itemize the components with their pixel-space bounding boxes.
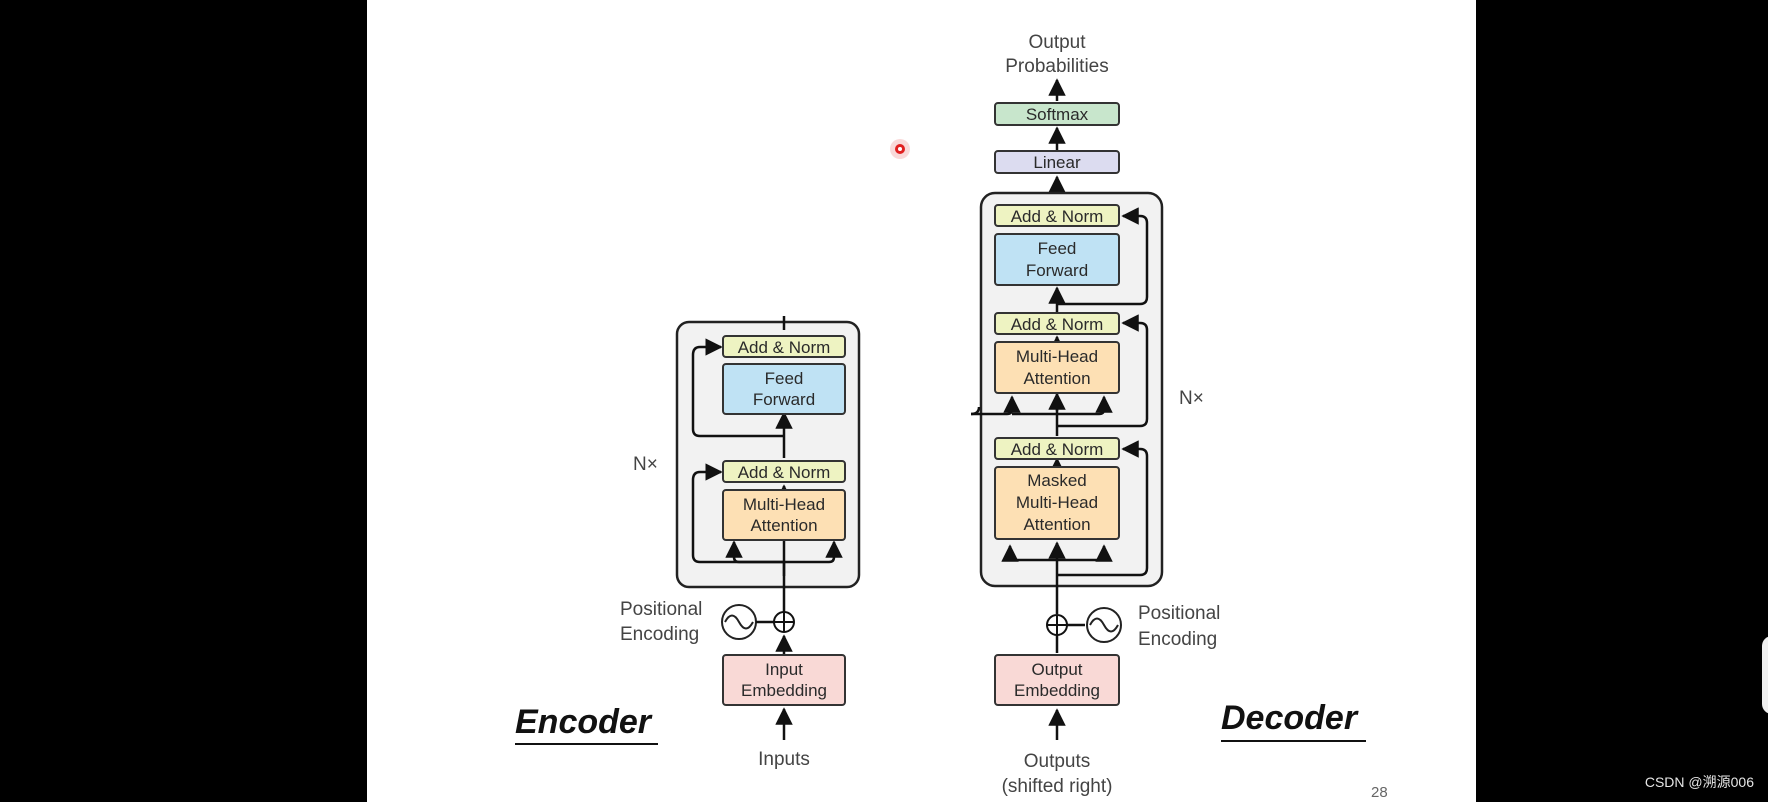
decoder-pe-label-2: Encoding <box>1138 629 1217 650</box>
decoder-add-norm-bottom <box>994 437 1120 460</box>
encoder-feed-forward-label-2: Forward <box>753 390 815 409</box>
encoder-attention-label-1: Multi-Head <box>743 495 825 514</box>
pointer-dot <box>890 139 910 159</box>
decoder-softmax-label: Softmax <box>1026 105 1089 124</box>
decoder-embedding-label-1: Output <box>1031 660 1082 679</box>
encoder-attention <box>722 489 846 541</box>
encoder-pe-label-1: Positional <box>620 599 702 620</box>
decoder-softmax <box>994 102 1120 126</box>
decoder-feed-forward <box>994 233 1120 286</box>
decoder-masked-attention-label-1: Masked <box>1027 471 1087 490</box>
decoder-attention-label-2: Attention <box>1023 369 1090 388</box>
encoder-embedding-label-1: Input <box>765 660 803 679</box>
decoder-residuals <box>970 204 1149 740</box>
encoder-repeat-label: N× <box>633 454 658 475</box>
encoder-caption: Encoder <box>515 703 653 741</box>
decoder-embedding <box>994 654 1120 706</box>
decoder-masked-attention <box>994 466 1120 540</box>
decoder-linear <box>994 150 1120 174</box>
encoder-attention-label-2: Attention <box>750 516 817 535</box>
decoder-pe-label-1: Positional <box>1138 603 1220 624</box>
decoder-add-norm-bottom-label: Add & Norm <box>1011 440 1104 459</box>
decoder-outputs-label-2: (shifted right) <box>1002 776 1113 797</box>
encoder-add-norm-bottom <box>722 460 846 483</box>
encoder-inputs-label: Inputs <box>758 749 810 770</box>
page-number: 28 <box>1371 784 1388 801</box>
decoder-attention-label-1: Multi-Head <box>1016 347 1098 366</box>
decoder-positional-encoding <box>1046 607 1122 643</box>
slide: Add & Norm Feed Forward Add & Norm Multi… <box>367 0 1476 802</box>
side-scroll-tab[interactable] <box>1762 636 1768 714</box>
output-probabilities-label-2: Probabilities <box>1005 56 1109 77</box>
encoder-stack <box>675 320 861 589</box>
transformer-diagram: Add & Norm Feed Forward Add & Norm Multi… <box>515 32 1388 801</box>
encoder-add-norm-top <box>722 335 846 358</box>
decoder-add-norm-mid-label: Add & Norm <box>1011 315 1104 334</box>
encoder-pe-label-2: Encoding <box>620 624 699 645</box>
decoder-add-norm-top <box>994 204 1120 227</box>
decoder-caption: Decoder <box>1221 699 1359 737</box>
decoder-add-norm-mid <box>994 312 1120 335</box>
decoder-embedding-label-2: Embedding <box>1014 681 1100 700</box>
encoder-add-norm-top-label: Add & Norm <box>738 338 831 357</box>
encoder-feed-forward-label-1: Feed <box>765 369 804 388</box>
encoder-feed-forward <box>722 363 846 415</box>
watermark: CSDN @溯源006 <box>1644 774 1754 790</box>
decoder-feed-forward-label-2: Forward <box>1026 261 1088 280</box>
encoder-embedding-label-2: Embedding <box>741 681 827 700</box>
encoder-embedding <box>722 654 846 706</box>
decoder-outputs-label-1: Outputs <box>1024 751 1091 772</box>
decoder-masked-attention-label-3: Attention <box>1023 515 1090 534</box>
decoder-attention <box>994 341 1120 394</box>
decoder-feed-forward-label-1: Feed <box>1038 239 1077 258</box>
encoder-positional-encoding <box>721 604 795 640</box>
decoder-masked-attention-label-2: Multi-Head <box>1016 493 1098 512</box>
output-probabilities-label-1: Output <box>1028 32 1086 53</box>
decoder-add-norm-top-label: Add & Norm <box>1011 207 1104 226</box>
decoder-linear-label: Linear <box>1033 153 1081 172</box>
encoder-add-norm-bottom-label: Add & Norm <box>738 463 831 482</box>
decoder-repeat-label: N× <box>1179 388 1204 409</box>
